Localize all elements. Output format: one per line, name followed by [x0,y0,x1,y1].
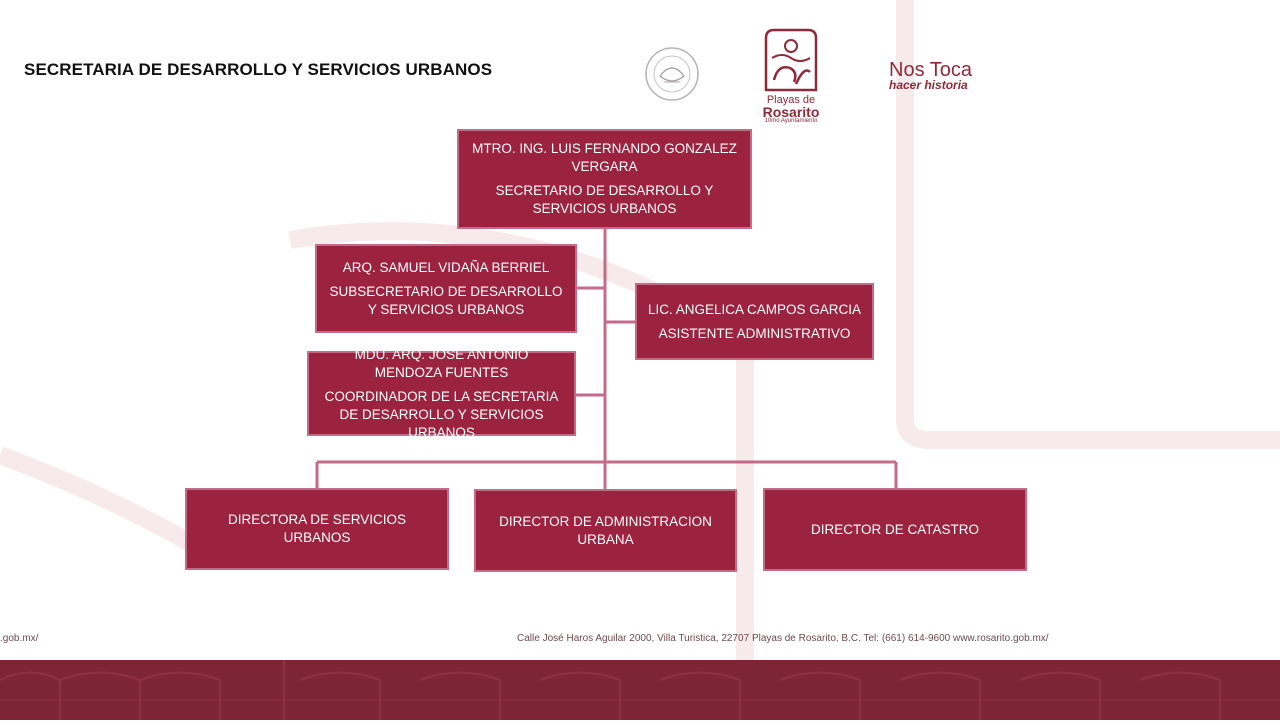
footer-address: Calle José Haros Aguilar 2000, Villa Tur… [517,633,1049,644]
secretary-role: SECRETARIO DE DESARROLLO Y SERVICIOS URB… [495,183,714,216]
rosarito-logo-line2: Rosarito [762,104,820,120]
decorative-band [0,660,1280,720]
director-box-servicios: DIRECTORA DE SERVICIOS URBANOS [185,488,449,570]
subsecretary-box: ARQ. SAMUEL VIDAÑA BERRIEL SUBSECRETARIO… [315,244,577,333]
rosarito-logo-line3: 10mo Ayuntamiento [764,118,818,124]
director-box-catastro: DIRECTOR DE CATASTRO [763,488,1027,571]
director-title: DIRECTORA DE SERVICIOS URBANOS [227,512,407,545]
assistant-box: LIC. ANGELICA CAMPOS GARCIA ASISTENTE AD… [635,283,874,360]
coordinator-box: MDU. ARQ. JOSE ANTONIO MENDOZA FUENTES C… [307,347,576,440]
rosarito-shield-icon [764,28,818,92]
band-pattern-icon [0,660,1280,720]
municipal-seal-icon [645,47,699,101]
secretary-box: MTRO. ING. LUIS FERNANDO GONZALEZ VERGAR… [457,129,752,229]
slogan-logo: Nos Toca hacer historia [889,60,972,91]
director-box-administracion: DIRECTOR DE ADMINISTRACION URBANA [474,489,737,572]
page-title: SECRETARIA DE DESARROLLO Y SERVICIOS URB… [24,60,493,79]
assistant-role: ASISTENTE ADMINISTRATIVO [658,325,851,341]
secretary-name: MTRO. ING. LUIS FERNANDO GONZALEZ VERGAR… [472,141,737,174]
coordinator-role: COORDINADOR DE LA SECRETARIA DE DESARROL… [324,388,559,440]
subsecretary-role: SUBSECRETARIO DE DESARROLLO Y SERVICIOS … [329,283,563,317]
rosarito-logo-line1: Playas de [766,94,816,106]
footer-url-fragment: .gob.mx/ [0,633,39,644]
director-title: DIRECTOR DE CATASTRO [810,521,979,537]
slogan-line2: hacer historia [889,78,968,92]
slogan-line1: Nos Toca [889,59,973,81]
subsecretary-name: ARQ. SAMUEL VIDAÑA BERRIEL [342,259,550,275]
coordinator-name: MDU. ARQ. JOSE ANTONIO MENDOZA FUENTES [354,346,529,380]
director-title: DIRECTOR DE ADMINISTRACION URBANA [499,513,712,547]
assistant-name: LIC. ANGELICA CAMPOS GARCIA [647,301,862,317]
